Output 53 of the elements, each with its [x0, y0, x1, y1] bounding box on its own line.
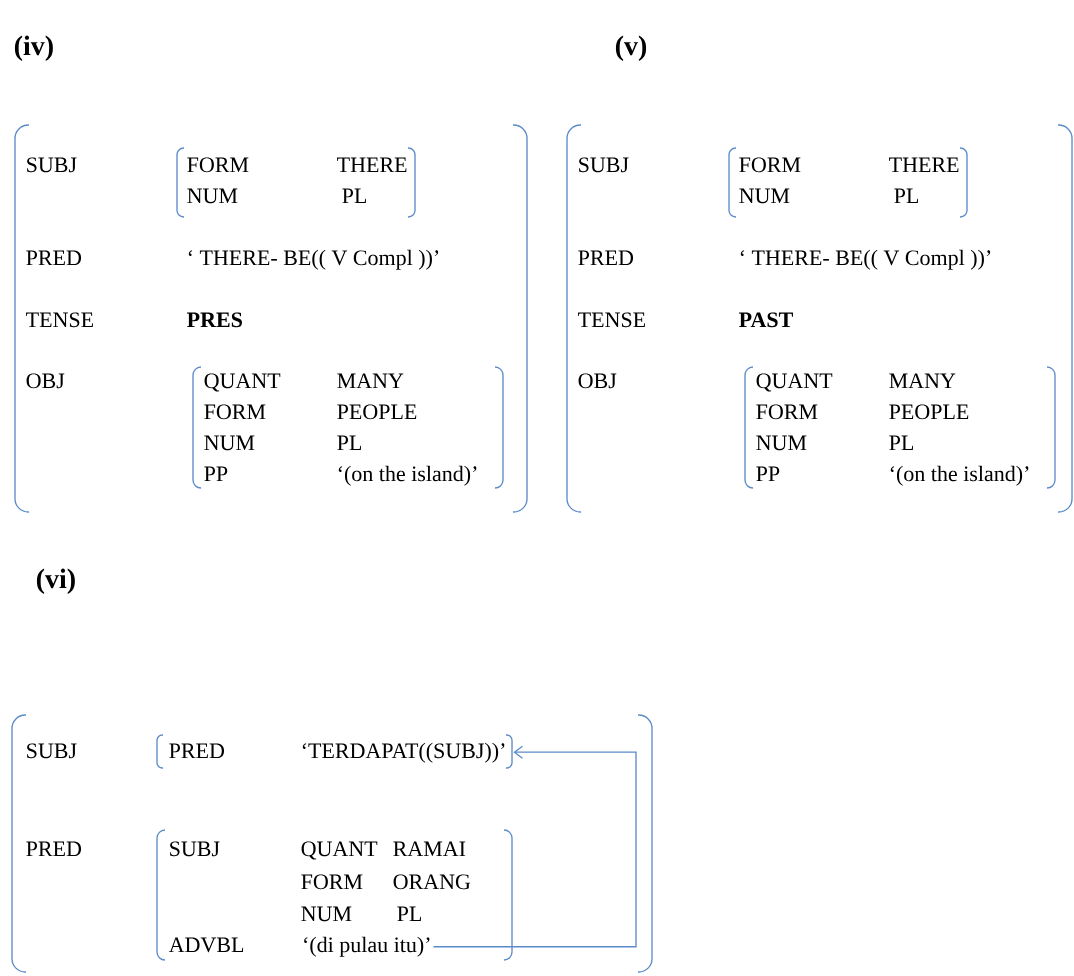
panel-label: (vi): [36, 568, 75, 594]
feature-text: NUM: [187, 188, 238, 204]
feature-text: PRED: [26, 250, 82, 266]
feature-text: ‘TERDAPAT((SUBJ))’: [302, 742, 505, 763]
panel-label: (iv): [14, 35, 53, 61]
feature-text: SUBJ: [27, 157, 77, 173]
feature-text: PP: [756, 466, 780, 481]
feature-value: ‘(di pulau itu)’: [304, 936, 430, 957]
feature-text: PAST: [739, 312, 793, 328]
feature-text: ‘(on the island)’: [890, 465, 1029, 486]
feature-text: MANY: [337, 373, 404, 388]
feature-text: FORM: [301, 874, 363, 890]
feature-text: PRES: [187, 312, 242, 328]
feature-text: THERE: [889, 157, 959, 172]
feature-text: PEOPLE: [889, 404, 969, 420]
feature-text: RAMAI: [393, 841, 466, 856]
feature-text: PL: [342, 188, 366, 203]
feature-text: NUM: [204, 435, 255, 451]
feature-text: ADVBL: [168, 937, 244, 953]
feature-text: NUM: [301, 906, 352, 922]
feature-text: THERE: [337, 157, 407, 172]
feature-text: FORM: [739, 157, 801, 173]
arrow: [432, 745, 637, 948]
feature-text: PL: [894, 188, 918, 203]
feature-text: PL: [889, 435, 913, 450]
feature-text: SUBJ: [579, 157, 629, 173]
feature-text: OBJ: [578, 373, 617, 389]
feature-text: ORANG: [393, 874, 471, 890]
feature-text: ‘ THERE- BE(( V Compl ))’: [740, 249, 991, 270]
feature-text: PRED: [169, 743, 225, 759]
feature-text: ‘ THERE- BE(( V Compl ))’: [188, 249, 439, 270]
feature-text: QUANT: [301, 841, 378, 860]
feature-text: PRED: [578, 250, 634, 266]
feature-text: ‘(on the island)’: [338, 465, 477, 486]
panel-label: (v): [615, 35, 647, 61]
feature-text: QUANT: [204, 373, 281, 392]
feature-text: FORM: [204, 404, 266, 420]
feature-text: QUANT: [756, 373, 833, 392]
feature-text: SUBJ: [170, 841, 220, 857]
feature-text: MANY: [889, 373, 956, 388]
feature-text: NUM: [756, 435, 807, 451]
feature-text: PRED: [26, 841, 82, 857]
feature-text: FORM: [756, 404, 818, 420]
feature-text: FORM: [187, 157, 249, 173]
feature-text: PEOPLE: [337, 404, 417, 420]
feature-text: NUM: [739, 188, 790, 204]
feature-text: PL: [397, 906, 421, 921]
feature-text: TENSE: [26, 312, 93, 328]
feature-text: OBJ: [26, 373, 65, 389]
feature-text: PL: [337, 435, 361, 450]
feature-text: TENSE: [578, 312, 645, 328]
feature-text: PP: [204, 466, 228, 481]
feature-text: SUBJ: [27, 743, 77, 759]
